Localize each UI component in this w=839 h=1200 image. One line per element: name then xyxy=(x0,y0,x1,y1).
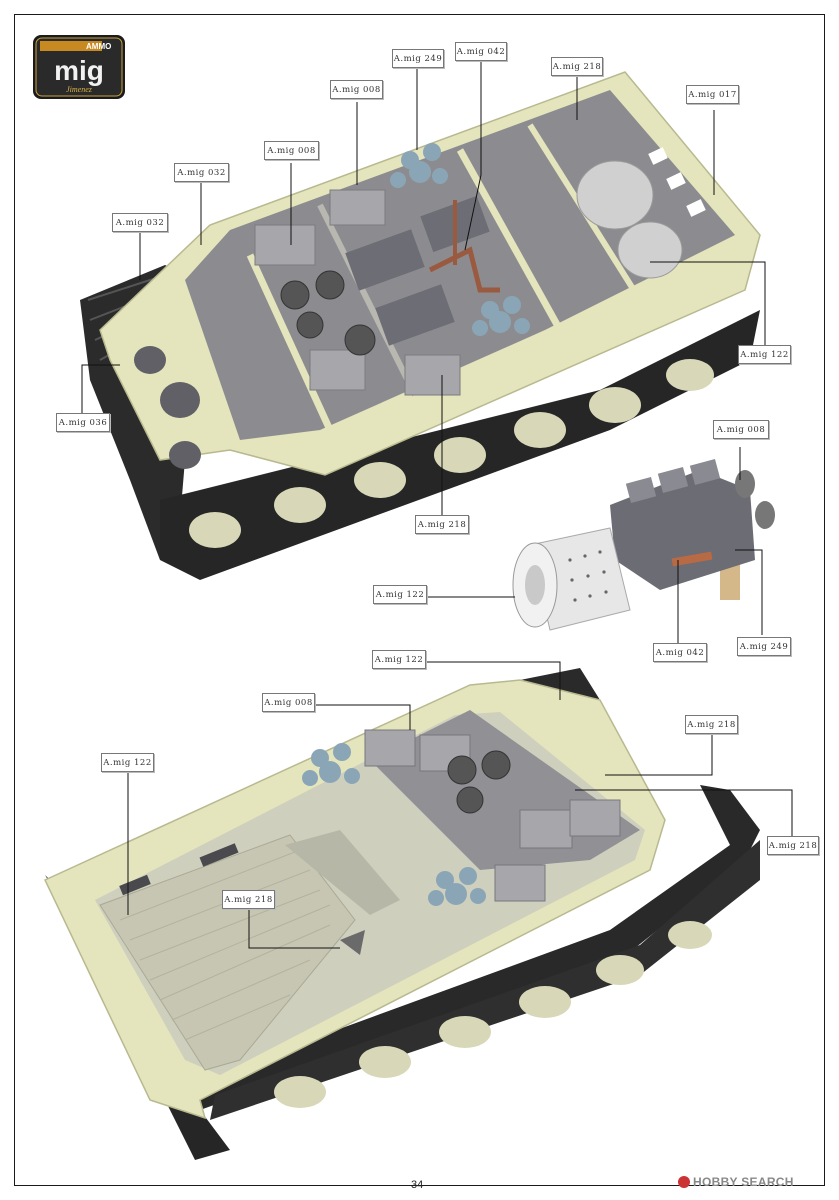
callout-label: A.mig 036 xyxy=(56,413,110,432)
top-vehicle xyxy=(80,71,761,580)
callout-label: A.mig 249 xyxy=(392,49,444,68)
bottom-crew-figures xyxy=(302,743,486,906)
callout-label: A.mig 017 xyxy=(686,85,739,104)
callout-label: A.mig 032 xyxy=(174,163,229,182)
top-road-wheels xyxy=(189,359,714,548)
callout-label: A.mig 218 xyxy=(222,890,275,909)
callout-label: A.mig 032 xyxy=(112,213,168,232)
callout-label: A.mig 008 xyxy=(264,141,319,160)
bottom-floor-plate xyxy=(99,834,356,1071)
callout-label: A.mig 218 xyxy=(551,57,603,76)
callout-label: A.mig 218 xyxy=(685,715,738,734)
watermark-icon xyxy=(678,1176,690,1188)
callout-label: A.mig 218 xyxy=(415,515,469,534)
callout-label: A.mig 042 xyxy=(455,42,507,61)
callout-label: A.mig 122 xyxy=(738,345,791,364)
bottom-vehicle xyxy=(43,668,760,1160)
bottom-road-wheels xyxy=(274,921,712,1108)
engine-assembly xyxy=(512,458,775,631)
callout-label: A.mig 008 xyxy=(713,420,769,439)
callout-label: A.mig 218 xyxy=(767,836,819,855)
logo-top-text: AMMO xyxy=(86,42,111,51)
bottom-right-track xyxy=(200,785,760,1110)
callout-label: A.mig 249 xyxy=(737,637,791,656)
leader-lines xyxy=(81,60,793,949)
callout-label: A.mig 122 xyxy=(373,585,427,604)
logo-sub-text: Jimenez xyxy=(66,85,93,94)
callout-label: A.mig 122 xyxy=(101,753,154,772)
watermark-text: HOBBY SEARCH xyxy=(693,1175,794,1189)
page-number: 34 xyxy=(411,1179,424,1191)
page-frame xyxy=(14,14,825,1186)
watermark: HOBBY SEARCH xyxy=(678,1175,794,1189)
top-crew-figures xyxy=(390,143,530,336)
callout-label: A.mig 008 xyxy=(330,80,383,99)
ammo-mig-logo: AMMO mig Jimenez xyxy=(33,35,125,99)
callout-label: A.mig 008 xyxy=(262,693,315,712)
top-generator xyxy=(576,160,683,279)
logo-main-text: mig xyxy=(54,55,104,86)
callout-label: A.mig 122 xyxy=(372,650,426,669)
callout-label: A.mig 042 xyxy=(653,643,707,662)
